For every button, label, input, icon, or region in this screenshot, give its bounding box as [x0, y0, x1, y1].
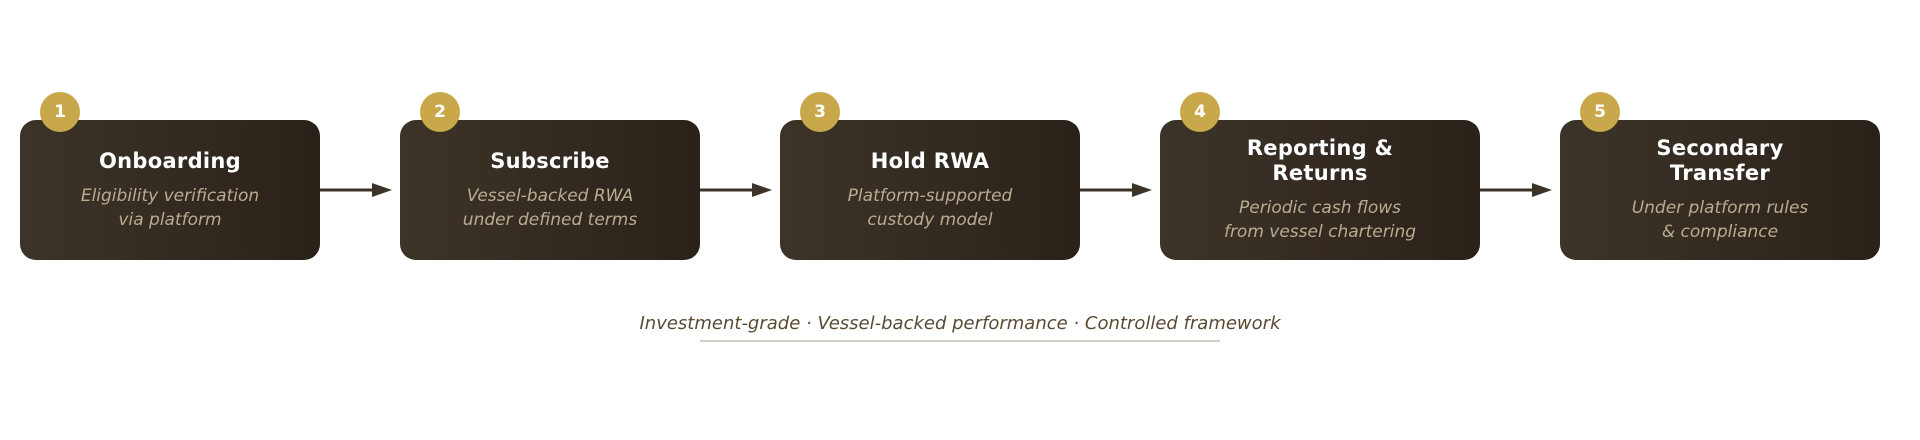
arrow-right-icon [700, 183, 772, 197]
step-number-badge: 3 [800, 92, 840, 132]
step-number-badge: 1 [40, 92, 80, 132]
step-secondary-transfer: 5 Secondary Transfer Under platform rule… [1560, 92, 1880, 260]
step-description: Vessel-backed RWA under defined terms [462, 185, 638, 230]
step-description: Under platform rules & compliance [1631, 198, 1809, 242]
step-title: Hold RWA [870, 148, 990, 173]
step-subscribe: 2 Subscribe Vessel-backed RWA under defi… [400, 92, 700, 260]
step-description: Platform-supported custody model [847, 185, 1013, 230]
step-number-badge: 5 [1580, 92, 1620, 132]
step-description: Periodic cash flows from vessel charteri… [1223, 198, 1417, 242]
step-onboarding: 1 Onboarding Eligibility verification vi… [20, 92, 320, 260]
step-title: Subscribe [490, 148, 610, 173]
step-number-badge: 2 [420, 92, 460, 132]
tagline: Investment-grade · Vessel-backed perform… [639, 313, 1281, 334]
arrow-right-icon [320, 183, 392, 197]
arrow-right-icon [1480, 183, 1552, 197]
step-title: Secondary Transfer [1656, 136, 1784, 185]
step-title: Reporting & Returns [1246, 136, 1394, 185]
step-number-badge: 4 [1180, 92, 1220, 132]
step-description: Eligibility verification via platform [80, 185, 260, 230]
step-hold-rwa: 3 Hold RWA Platform-supported custody mo… [780, 92, 1080, 260]
arrow-right-icon [1080, 183, 1152, 197]
step-title: Onboarding [98, 148, 241, 173]
tagline-underline-divider [700, 340, 1220, 342]
step-reporting-returns: 4 Reporting & Returns Periodic cash flow… [1160, 92, 1480, 260]
